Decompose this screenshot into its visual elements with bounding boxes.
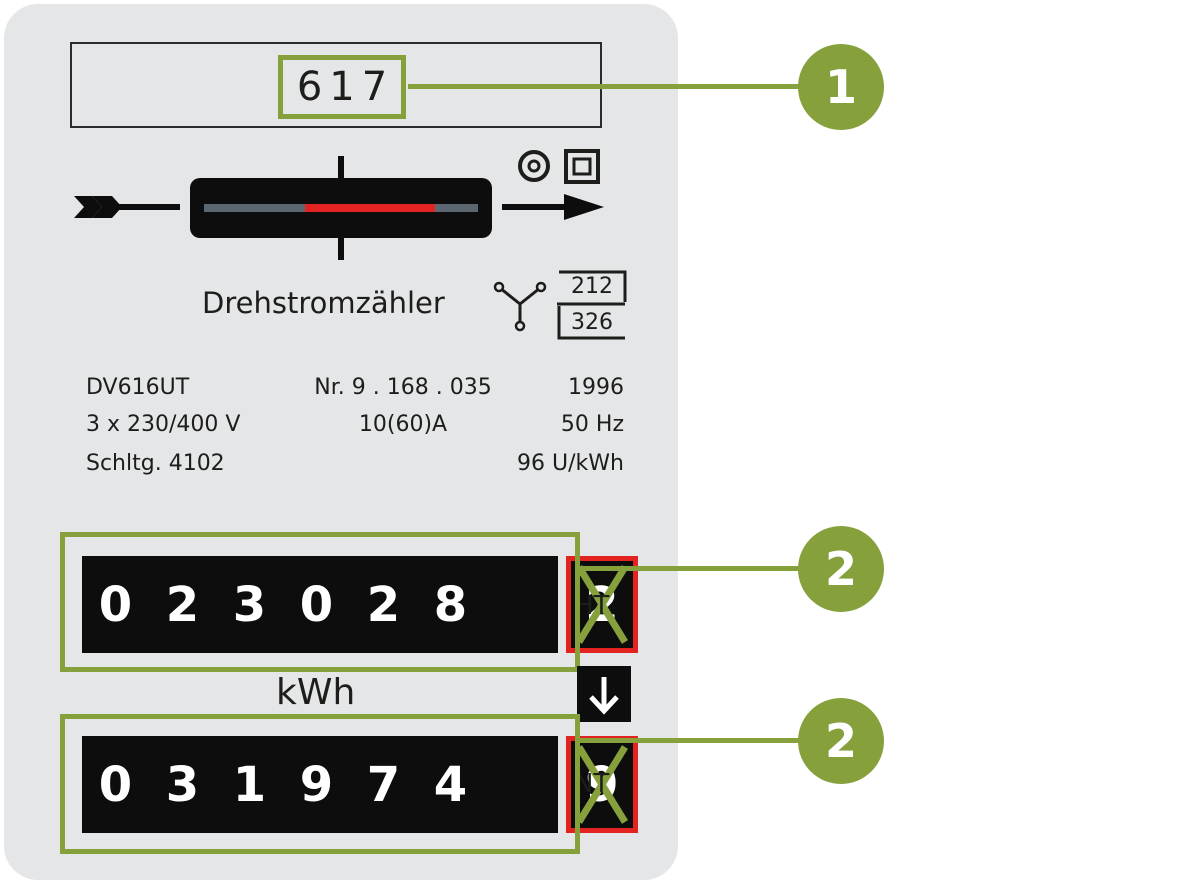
register-digit: 8 <box>433 576 468 633</box>
unit-label: kWh <box>276 672 356 713</box>
register-digit: 4 <box>433 756 468 813</box>
callout-badge-1: 1 <box>798 44 884 130</box>
strike-cross-icon <box>576 745 628 824</box>
register-digit: 9 <box>299 756 334 813</box>
register-digit: 0 <box>98 756 133 813</box>
register-digit: 2 <box>165 576 200 633</box>
spec-revolutions: 96 U/kWh <box>517 451 624 476</box>
spec-frequency: 50 Hz <box>560 412 624 437</box>
meter-type-label: Drehstromzähler <box>202 286 445 320</box>
star-connection-icon <box>493 281 547 332</box>
spec-serial: Nr. 9 . 168 . 035 <box>314 375 492 400</box>
arrow-down-icon <box>577 666 631 722</box>
register-digit: 0 <box>98 576 133 633</box>
register-nt: 0 3 1 9 7 4 9 <box>82 736 638 833</box>
callout-badge-2b: 2 <box>798 698 884 784</box>
register-digit: 7 <box>366 756 401 813</box>
callout-leader-1 <box>408 84 808 89</box>
highlight-frame-nt <box>60 714 580 854</box>
meter-number: 617 <box>278 55 406 119</box>
spec-year: 1996 <box>568 375 624 400</box>
callout-badge-2a: 2 <box>798 526 884 612</box>
spec-model: DV616UT <box>86 375 190 400</box>
register-digit: 3 <box>165 756 200 813</box>
callout-leader-2b <box>580 738 808 743</box>
register-ht: 0 2 3 0 2 8 2 <box>82 556 638 653</box>
rotor-disc-graphic <box>74 156 604 260</box>
register-digit: 1 <box>232 756 267 813</box>
strike-cross-icon <box>576 565 628 644</box>
register-digit: 0 <box>299 576 334 633</box>
certification-symbols-icon <box>518 149 600 184</box>
highlight-frame-ht <box>60 532 580 672</box>
ratio-bottom: 326 <box>571 310 613 335</box>
spec-circuit: Schltg. 4102 <box>86 451 225 476</box>
register-digit: 3 <box>232 576 267 633</box>
spec-current: 10(60)A <box>358 412 448 437</box>
callout-leader-2a <box>580 566 808 571</box>
ratio-top: 212 <box>571 274 613 299</box>
spec-voltage: 3 x 230/400 V <box>86 412 241 437</box>
ratio-box-frame <box>557 270 627 340</box>
register-digit: 2 <box>366 576 401 633</box>
